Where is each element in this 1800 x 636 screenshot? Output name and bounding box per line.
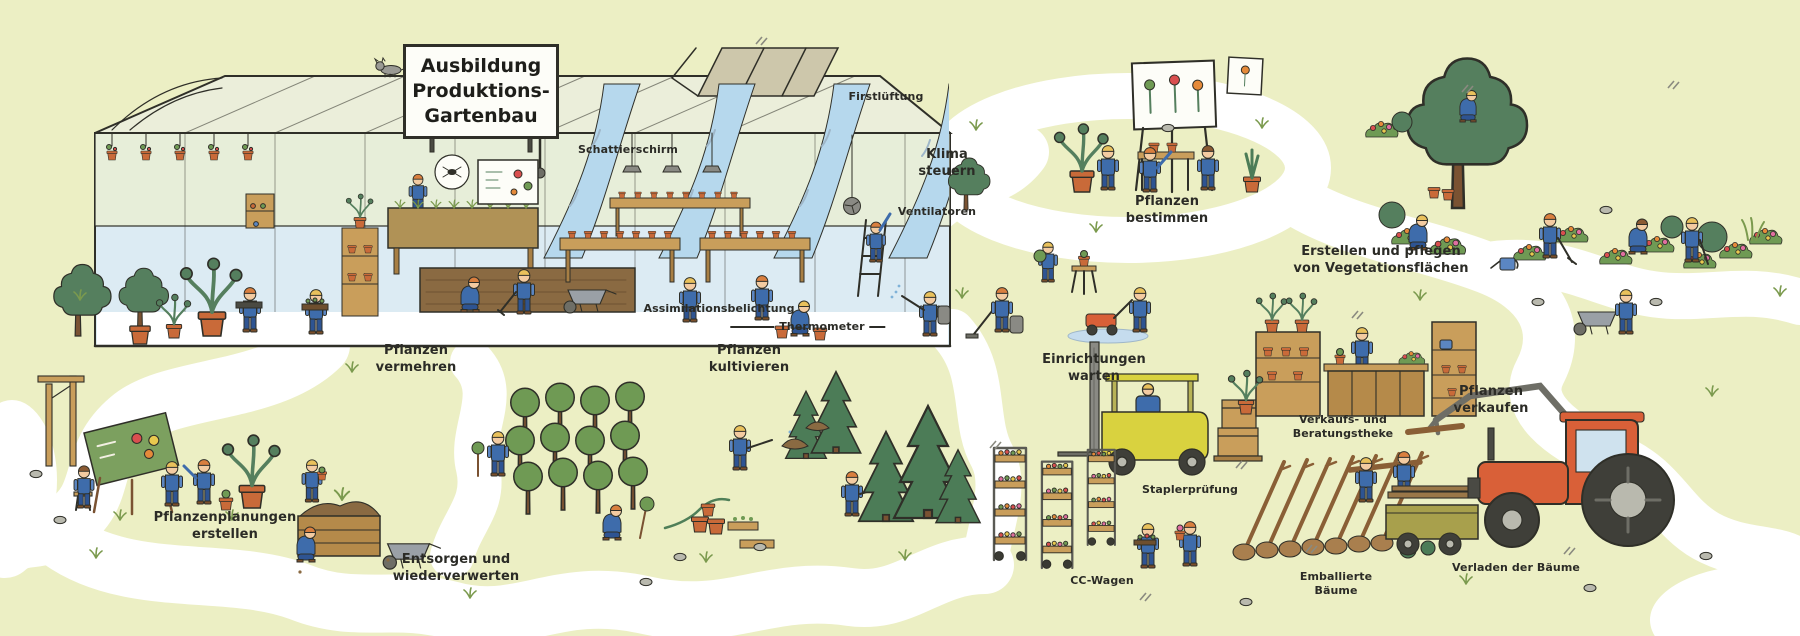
maintenance-figures (947, 157, 1151, 344)
sprayer (890, 284, 951, 325)
raised-bed (387, 199, 539, 275)
pallet (1213, 455, 1263, 462)
easel-board (1130, 59, 1218, 131)
label-cc-wagen: CC-Wagen (1070, 574, 1134, 587)
tractor (1467, 411, 1675, 548)
label-firstlueftung: Firstlüftung (848, 90, 924, 103)
shade-screens (543, 83, 949, 259)
label-entsorgen: Entsorgen und wiederverwerten (392, 552, 520, 584)
label-assimilationsbelichtung: Assimilationsbelichtung (643, 302, 795, 315)
sales-shelf (1255, 293, 1321, 417)
label-schattierschirm: Schattierschirm (578, 143, 678, 156)
tall-grass (1741, 217, 1765, 241)
label-staplerpruefung: Staplerprüfung (1142, 483, 1238, 496)
spade (1699, 239, 1709, 265)
sapling (471, 441, 485, 455)
label-emballierte-baeume: Emballierte Bäume (1299, 570, 1373, 597)
sales-shelf (1431, 321, 1477, 417)
watering-can (1439, 339, 1453, 350)
thermometer-text: Thermometer (779, 320, 865, 333)
label-klima-steuern: Klima steuern (918, 147, 976, 179)
info-board (477, 159, 539, 205)
seedling-bench (699, 231, 811, 283)
sapling (639, 496, 655, 512)
label-pflanzen-bestimmen: Pflanzen bestimmen (1125, 194, 1209, 226)
seed-tray (235, 301, 263, 309)
scene-pflanzen-bestimmen (1055, 56, 1264, 193)
lifted-log (1405, 423, 1465, 435)
pergola (37, 375, 85, 467)
label-pflanzen-vermehren: Pflanzen vermehren (375, 343, 457, 375)
label-pflanzen-verkaufen: Pflanzen verkaufen (1453, 384, 1529, 416)
compost-heap (805, 421, 830, 431)
compost-bin (297, 487, 382, 557)
carried-plant (1033, 249, 1047, 263)
plant-stool (1071, 250, 1097, 295)
plant-shelf (341, 194, 379, 317)
compost-heap (781, 438, 809, 450)
lawn-mower (1085, 299, 1133, 336)
hanging-pots (106, 132, 254, 161)
label-einrichtungen-warten: Einrichtungen warten (1042, 352, 1146, 384)
label-thermometer: Thermometer (730, 320, 885, 334)
bush (1391, 111, 1413, 133)
bush (1660, 215, 1684, 239)
seed-tray (301, 303, 329, 311)
label-pflanzen-kultivieren: Pflanzen kultivieren (708, 343, 790, 375)
sign-line: Ausbildung (420, 55, 542, 77)
snake-plant (1243, 148, 1261, 193)
forklift (1057, 341, 1209, 476)
bush (1378, 201, 1406, 229)
garden-hose (663, 497, 731, 530)
leaning-trees (1242, 451, 1430, 554)
sign-line: Produktions- (412, 80, 550, 103)
drafting-table (83, 411, 180, 487)
spray-wand (747, 439, 773, 449)
sales-counter (1323, 347, 1429, 417)
scene-cc-wagen (992, 446, 1201, 570)
scene-entsorgen (296, 459, 442, 574)
gable-arch (111, 77, 223, 131)
label-verkaufstheke: Verkaufs- und Beratungstheke (1292, 413, 1394, 440)
shovel (497, 291, 517, 316)
exhaust-pipe (1487, 427, 1495, 461)
scene-verkauf (1228, 293, 1477, 417)
shrub (1420, 540, 1436, 556)
scene-kultivieren (471, 370, 981, 562)
bug-sketch (434, 154, 470, 190)
label-verladen-der-baeume: Verladen der Bäume (1452, 561, 1580, 574)
crate-stack (1213, 399, 1263, 462)
rake (1557, 237, 1577, 265)
watering-can (1490, 257, 1519, 271)
plant-tray (727, 521, 759, 531)
cat (373, 56, 407, 78)
greenhouse-interior (53, 132, 951, 345)
plant-card (1226, 56, 1264, 96)
scene-baumverladung (1232, 382, 1675, 561)
seedling-bench (559, 231, 681, 283)
label-pflanzenplanungen: Pflanzenplanungen erstellen (153, 510, 297, 542)
trailer (1385, 485, 1479, 556)
circulation-fan (843, 134, 861, 215)
grow-lamps (622, 132, 722, 173)
label-ventilatoren: Ventilatoren (897, 205, 977, 218)
wall-shelf (245, 193, 275, 229)
sign-line: Gartenbau (424, 105, 538, 128)
plant-tray (1133, 539, 1157, 546)
scene-pflanzenplanung (37, 375, 280, 525)
scene-einrichtungen-warten (1057, 341, 1263, 476)
root-balls (1232, 534, 1394, 561)
scene-vegetationsflaechen (1365, 57, 1783, 336)
title-sign: Ausbildung Produktions- Gartenbau (403, 44, 559, 140)
label-erstellen-und-pflegen: Erstellen und pflegen von Vegetationsflä… (1293, 244, 1469, 276)
